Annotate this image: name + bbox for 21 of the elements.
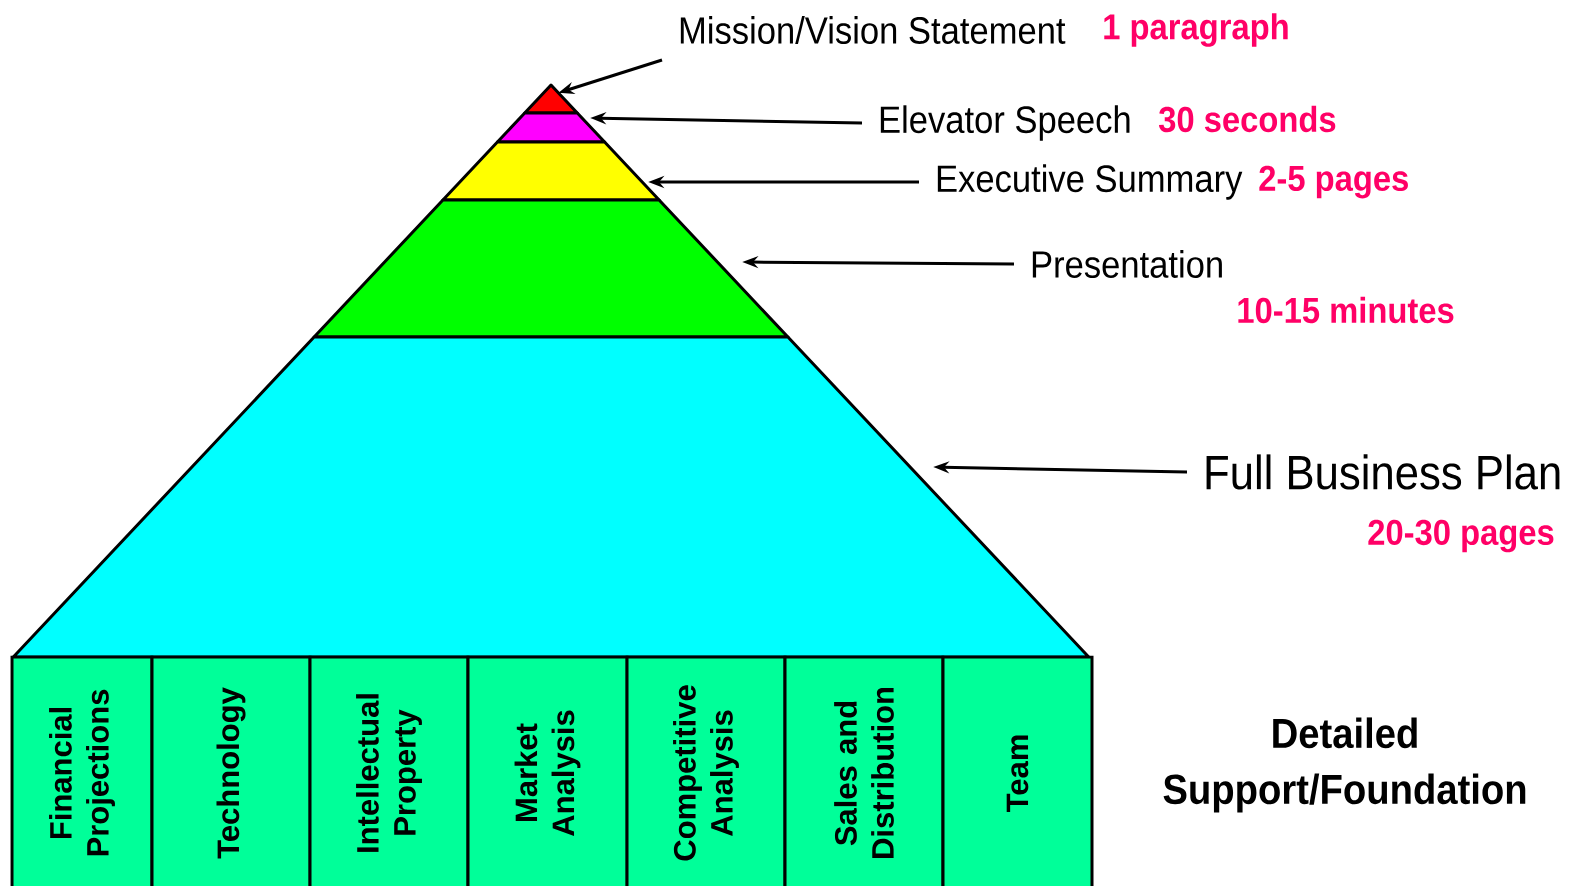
stage-label: Elevator Speech <box>880 105 1130 141</box>
duration-label: 10-15 minutes <box>1238 296 1454 324</box>
stage-label: Full Business Plan <box>1206 454 1560 490</box>
pyramid-band <box>495 111 607 144</box>
duration-label: 30 seconds <box>1158 105 1336 133</box>
foundation-column: Technology <box>150 655 312 886</box>
duration-label: 20-30 pages <box>1368 519 1554 553</box>
section-label: Detailed Support/Foundation <box>1163 717 1526 813</box>
foundation-column: Sales and Distribution <box>783 655 945 886</box>
stage-label: Executive Summary <box>937 164 1243 200</box>
duration-label: 1 paragraph <box>1104 13 1288 47</box>
foundation-column: Team <box>941 655 1094 886</box>
foundation-column: Financial Projections <box>10 655 154 886</box>
duration-label: 2-5 pages <box>1259 165 1408 199</box>
foundation-column: Intellectual Property <box>308 655 470 886</box>
foundation-column: Market Analysis <box>466 655 629 886</box>
stage-label: Presentation <box>1032 250 1222 278</box>
foundation-column: Competitive Analysis <box>625 655 787 886</box>
pyramid-band <box>312 198 790 339</box>
stage-label: Mission/Vision Statement <box>680 16 1066 44</box>
pyramid-band <box>441 140 661 202</box>
